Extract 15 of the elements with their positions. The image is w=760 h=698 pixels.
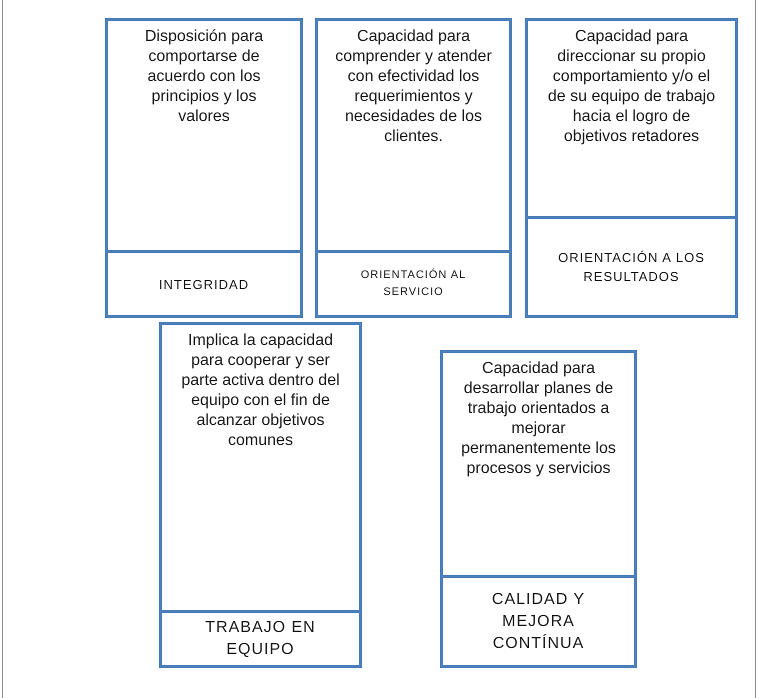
competency-card — [315, 18, 512, 318]
competency-name: CALIDAD Y MEJORA CONTÍNUA — [490, 590, 586, 654]
competency-description: Implica la capacidad para cooperar y ser parte activa dentro del equipo con el fin de alcanzar objetivos comunes — [180, 331, 340, 451]
competency-description: Capacidad para comprender y atender con efectividad los requerimientos y necesidades de los clientes. — [334, 27, 493, 147]
competency-card — [525, 18, 738, 318]
competency-description: Capacidad para desarrollar planes de trabajo orientados a mejorar permanentemente los procesos y servicios — [460, 359, 617, 479]
competency-description: Disposición para comportarse de acuerdo con los principios y los valores — [144, 27, 264, 127]
competency-card — [159, 322, 362, 668]
competency-name: INTEGRIDAD — [158, 276, 250, 294]
competency-card — [440, 350, 637, 668]
competency-name: ORIENTACIÓN AL SERVICIO — [360, 268, 468, 300]
competency-name: TRABAJO EN EQUIPO — [204, 618, 317, 660]
competency-card — [105, 18, 303, 318]
competency-name: ORIENTACIÓN A LOS RESULTADOS — [557, 249, 706, 286]
competency-description: Capacidad para direccionar su propio comportamiento y/o el de su equipo de trabajo hacia el logro de objetivos retadores — [546, 27, 716, 147]
